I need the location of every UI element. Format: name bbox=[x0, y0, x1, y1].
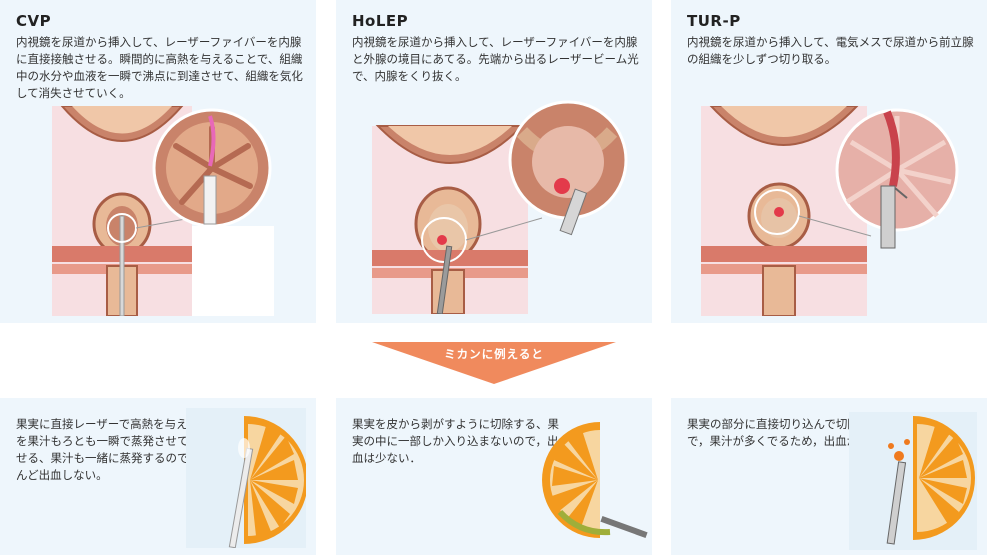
cvp-orange-illustration bbox=[186, 408, 306, 548]
holep-illustration bbox=[372, 100, 628, 314]
cvp-panel: CVP 内視鏡を尿道から挿入して、レーザーファイバーを内腺に直接接触させる。瞬間… bbox=[0, 0, 316, 323]
analogy-label: ミカンに例えると bbox=[444, 347, 544, 361]
turp-panel: TUR-P 内視鏡を尿道から挿入して、電気メスで尿道から前立腺の組織を少しずつ切… bbox=[671, 0, 987, 323]
holep-title: HoLEP bbox=[352, 12, 409, 30]
cvp-fruit-description: 果実に直接レーザーで高熱を与え、果実を果汁もろとも一瞬で蒸発させて消失させる、果… bbox=[16, 417, 223, 482]
turp-fruit-panel: 果実の部分に直接切り込んで切除するので，果汁が多くでるため，出血が多い bbox=[671, 398, 987, 555]
turp-description: 内視鏡を尿道から挿入して、電気メスで尿道から前立腺の組織を少しずつ切り取る。 bbox=[687, 35, 974, 66]
holep-panel: HoLEP 内視鏡を尿道から挿入して、レーザーファイバーを内腺と外腺の境目にあて… bbox=[336, 0, 652, 323]
holep-fruit-panel: 果実を皮から剥がすように切除する、果実の中に一部しか入り込まないので，出血は少な… bbox=[336, 398, 652, 555]
down-arrow-icon bbox=[372, 342, 616, 384]
cvp-description: 内視鏡を尿道から挿入して、レーザーファイバーを内腺に直接接触させる。瞬間的に高熱… bbox=[16, 35, 303, 100]
holep-orange-illustration bbox=[542, 422, 648, 539]
turp-orange-illustration bbox=[849, 412, 977, 550]
holep-description: 内視鏡を尿道から挿入して、レーザーファイバーを内腺と外腺の境目にあてる。先端から… bbox=[352, 35, 639, 83]
turp-illustration bbox=[701, 106, 959, 316]
cvp-title: CVP bbox=[16, 12, 52, 30]
cvp-fruit-panel: 果実に直接レーザーで高熱を与え、果実を果汁もろとも一瞬で蒸発させて消失させる、果… bbox=[0, 398, 316, 555]
turp-title: TUR-P bbox=[687, 12, 741, 30]
cvp-illustration bbox=[52, 106, 274, 316]
analogy-arrow: ミカンに例えると bbox=[372, 342, 616, 384]
turp-fruit-description: 果実の部分に直接切り込んで切除するので，果汁が多くでるため，出血が多い bbox=[687, 417, 894, 448]
holep-fruit-description: 果実を皮から剥がすように切除する、果実の中に一部しか入り込まないので，出血は少な… bbox=[352, 417, 559, 465]
